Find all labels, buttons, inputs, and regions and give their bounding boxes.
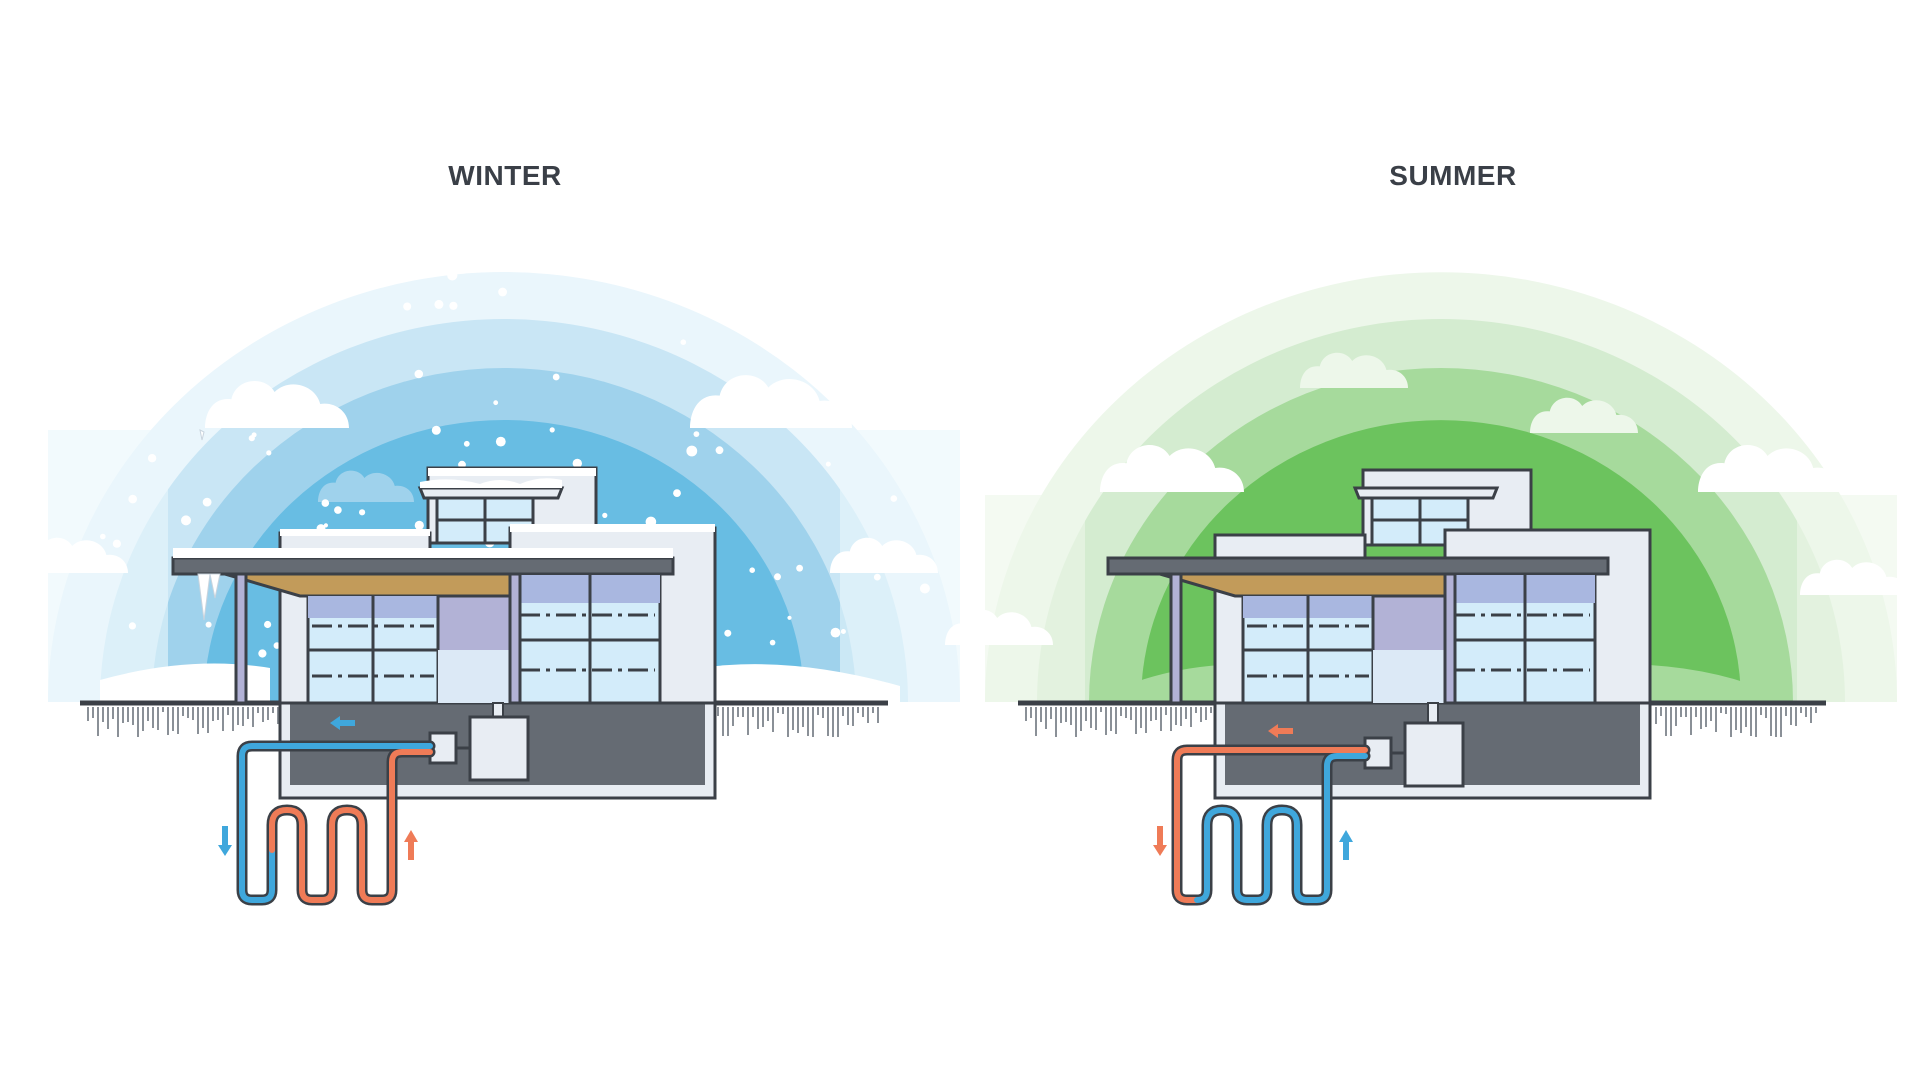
snowflake-dot xyxy=(873,573,881,581)
snowflake-dot xyxy=(431,425,441,435)
ground-loop-pipes xyxy=(236,740,436,906)
snow-hill-left xyxy=(100,663,270,702)
snowflake-dot xyxy=(334,506,342,514)
snowflake-dot xyxy=(890,495,898,502)
snowflake-dot xyxy=(840,629,846,634)
snowflake-dot xyxy=(498,287,507,297)
arrow-up-icon xyxy=(404,830,418,860)
summer-title: SUMMER xyxy=(1389,160,1517,191)
upper-canopy xyxy=(1352,486,1500,500)
snow-on-canopy xyxy=(420,478,562,488)
snowflake-dot xyxy=(266,450,272,456)
snowflake-dot xyxy=(205,621,212,628)
support-column xyxy=(508,572,522,705)
snowflake-dot xyxy=(769,639,776,646)
snowflake-dot xyxy=(414,520,424,531)
snowflake-dot xyxy=(749,567,755,573)
snowflake-dot xyxy=(693,431,700,437)
snowflake-dot xyxy=(602,512,608,519)
snowflake-dot xyxy=(787,615,792,620)
hill-right xyxy=(1650,665,1793,702)
ground-texture xyxy=(1025,707,1817,737)
snowflake-dot xyxy=(449,301,458,310)
arrow-up-icon xyxy=(1339,830,1353,860)
support-column xyxy=(234,572,248,705)
snowflake-dot xyxy=(100,533,106,540)
snowflake-dot xyxy=(830,627,841,638)
arrow-down-icon xyxy=(1153,826,1167,856)
roof-slab xyxy=(1106,556,1610,576)
roof-slab xyxy=(171,556,675,576)
winter-title: WINTER xyxy=(448,160,562,191)
snowflake-dot xyxy=(724,629,732,637)
snowflake-dot xyxy=(825,461,831,467)
snow-on-roof-slab xyxy=(173,548,673,558)
snowflake-dot xyxy=(359,509,366,516)
snow-hill-right xyxy=(700,664,900,702)
winter-panel xyxy=(20,270,960,906)
snowflake-dot xyxy=(686,445,698,457)
snowflake-dot xyxy=(403,302,412,311)
snowflake-dot xyxy=(202,497,212,507)
snowflake-dot xyxy=(258,649,267,658)
snowflake-dot xyxy=(552,373,560,381)
snowflake-dot xyxy=(549,427,555,433)
snowflake-dot xyxy=(414,369,424,379)
snowflake-dot xyxy=(447,270,458,281)
snowflake-dot xyxy=(323,523,328,528)
snowflake-dot xyxy=(673,489,681,497)
snowflake-dot xyxy=(181,515,191,526)
snowflake-dot xyxy=(248,435,255,442)
heat-pump-unit-icon xyxy=(468,715,530,782)
support-column xyxy=(1443,572,1457,705)
ground-texture xyxy=(87,707,879,737)
heat-pump-unit-icon xyxy=(1403,721,1465,788)
ground-loop-pipes xyxy=(1171,744,1371,906)
snowflake-dot xyxy=(271,402,282,413)
arrow-left-icon xyxy=(1268,724,1293,738)
snowflake-dot xyxy=(493,400,499,406)
summer-panel xyxy=(945,272,1908,906)
snowflake-dot xyxy=(572,458,582,469)
snowflake-dot xyxy=(128,494,137,504)
snowflake-dot xyxy=(147,454,157,463)
snowflake-dot xyxy=(774,573,781,581)
snowflake-dot xyxy=(748,413,757,421)
snowflake-dot xyxy=(796,564,803,572)
arrow-left-icon xyxy=(330,716,355,730)
snow-on-roof xyxy=(428,468,596,476)
snowflake-dot xyxy=(80,561,92,573)
snowflake-dot xyxy=(128,622,136,630)
hill-left xyxy=(1089,665,1220,702)
snowflake-dot xyxy=(809,408,817,417)
snowflake-dot xyxy=(715,446,724,455)
snowflake-dot xyxy=(112,539,121,548)
snowflake-dot xyxy=(434,299,444,309)
snowflake-dot xyxy=(321,499,330,507)
snowflake-dot xyxy=(919,583,930,594)
snowflake-dot xyxy=(680,339,687,346)
snowflake-dot xyxy=(264,620,272,629)
snowflake-dot xyxy=(463,440,470,447)
snowflake-dot xyxy=(495,436,506,447)
support-column xyxy=(1169,572,1183,705)
arrow-down-icon xyxy=(218,826,232,856)
